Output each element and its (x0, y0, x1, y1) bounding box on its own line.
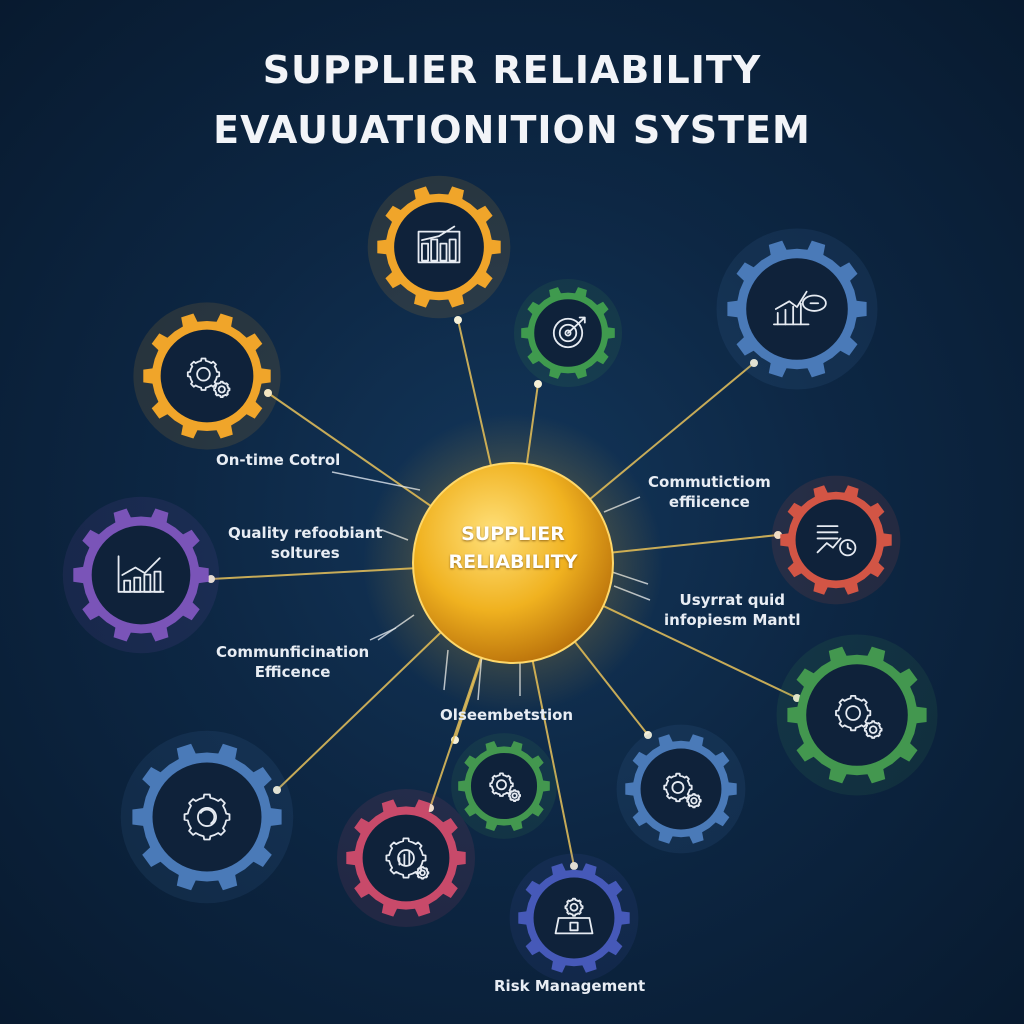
center-label-line-1: SUPPLIER (461, 523, 565, 545)
label-on-time-control: On-time Cotrol (216, 450, 340, 470)
gear-face (638, 746, 724, 832)
gears-icon (186, 357, 231, 398)
green-gear-right[interactable] (776, 634, 938, 796)
orange-gear-left[interactable] (133, 302, 281, 450)
gear-face (804, 662, 910, 768)
connector-dot (774, 531, 782, 539)
red-gear-right[interactable] (771, 475, 901, 605)
title-line-2: EVAUUATIONITION SYSTEM (213, 108, 811, 152)
label-communication-left-line-1: Communficination (216, 643, 370, 661)
label-risk-management: Risk Management (494, 976, 645, 996)
blue-gear-bottom-left[interactable] (120, 730, 294, 904)
gear-face (744, 256, 850, 362)
red-gear-bottom[interactable] (337, 789, 475, 927)
gear-shield-icon (554, 897, 594, 935)
label-communication-right: Commutictiom effiicence (648, 472, 771, 512)
label-communication-left: Communficination Efficence (216, 642, 369, 682)
connector-dot (264, 389, 272, 397)
gear-face (89, 523, 193, 627)
label-quality-line-2: soltures (270, 544, 340, 562)
gear-face (360, 812, 452, 904)
label-quality: Quality refoobiant soltures (228, 523, 383, 563)
label-usyrrat: Usyrrat quid infopiesm Mantl (664, 590, 801, 630)
line-chart-icon (117, 555, 165, 593)
chart-speech-icon (773, 290, 827, 326)
connector-dot (273, 786, 281, 794)
gear-nodes (62, 175, 938, 983)
orange-gear-top[interactable] (367, 175, 511, 319)
label-observation: Olseembetstion (440, 705, 573, 725)
green-gear-target[interactable] (513, 278, 623, 388)
label-observation-text: Olseembetstion (440, 706, 574, 724)
center-label-line-2: RELIABILITY (448, 551, 578, 573)
green-gear-bottom[interactable] (451, 733, 557, 839)
gear-face (150, 760, 264, 874)
label-communication-right-line-2: effiicence (668, 493, 750, 511)
purple-gear-left[interactable] (62, 496, 220, 654)
label-usyrrat-line-1: Usyrrat quid (679, 591, 786, 609)
label-on-time-text: On-time Cotrol (216, 451, 341, 469)
gear-face (392, 200, 486, 294)
report-clock-icon (816, 525, 857, 557)
connector-dot (454, 316, 462, 324)
gears-icon (835, 695, 883, 739)
center-node[interactable] (412, 462, 614, 664)
gear-icon (183, 793, 231, 841)
label-communication-left-line-2: Efficence (254, 663, 331, 681)
bar-chart-icon (417, 225, 461, 264)
label-quality-line-1: Quality refoobiant (228, 524, 383, 542)
label-usyrrat-line-2: infopiesm Mantl (664, 611, 801, 629)
connector-dot (644, 731, 652, 739)
connector-dot (570, 862, 578, 870)
target-icon (552, 316, 586, 349)
blue-gear-bottom-right[interactable] (616, 724, 746, 854)
blue-gear-risk[interactable] (509, 853, 639, 983)
connector-dot (207, 575, 215, 583)
center-label: SUPPLIER RELIABILITY (413, 520, 613, 576)
gear-chart-icon (385, 837, 430, 880)
connector-dot (534, 380, 542, 388)
label-communication-right-line-1: Commutictiom (648, 473, 771, 491)
gears-icon (489, 772, 521, 802)
gear-face (158, 327, 256, 425)
gears-icon (663, 772, 702, 809)
gear-face (793, 497, 879, 583)
label-risk-text: Risk Management (494, 977, 646, 995)
connector-dot (750, 359, 758, 367)
gear-face (468, 750, 540, 822)
blue-gear-top-right[interactable] (716, 228, 878, 390)
title-line-1: SUPPLIER RELIABILITY (262, 48, 762, 92)
